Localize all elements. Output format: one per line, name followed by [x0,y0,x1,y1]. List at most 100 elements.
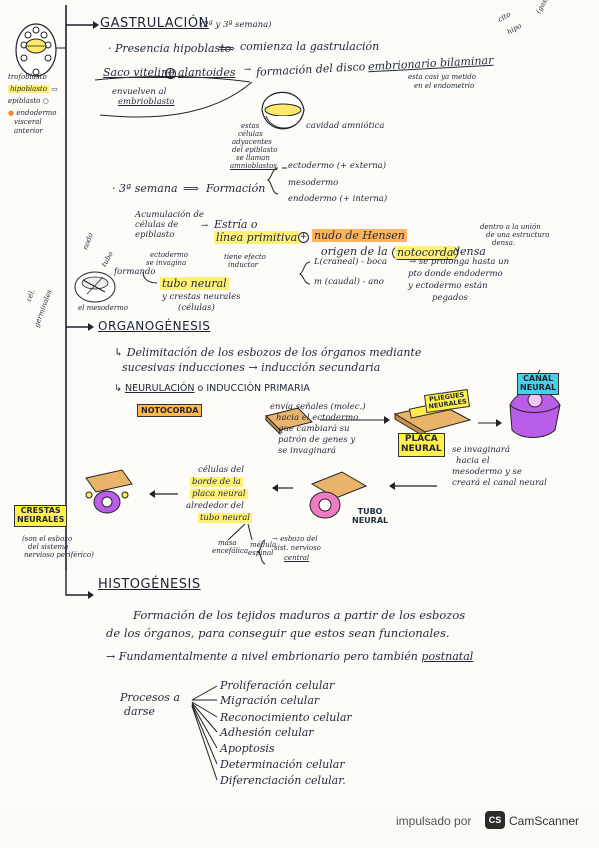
notocorda-box: NOTOCORDA [137,404,203,417]
esbozo-b: sist. nervioso [274,544,321,552]
invagina-a: se invaginará [452,445,510,455]
masa-label: masa [218,539,237,547]
crestas-note-c: nervioso periférico) [24,551,94,559]
envia-d: patrón de genes y [278,435,356,445]
histogenesis-branches [191,685,218,781]
delimitacion-line: ↳ Delimitación de los esbozos de los órg… [114,346,422,359]
sucesivas-line: sucesivas inducciones → inducción secund… [122,361,381,374]
ectodermo-invagina-a: ectodermo [150,251,188,259]
arrow-right-icon: → [244,65,252,75]
proceso-item: Determinación celular [220,758,345,771]
caudal-label: m (caudal) - ano [314,277,384,287]
tubo-neural-label: tubo neural [160,277,229,290]
arrow-icon-3: → [201,221,209,231]
envia-b: hacia el ectodermo [276,413,359,423]
endodermo-item: endodermo (+ interna) [288,194,388,204]
estria-label: Estría o [214,218,258,231]
prolonga-d: pegados [432,293,468,303]
celulas-b: borde de la [190,477,243,487]
prolonga-b: pto donde endodermo [408,269,503,279]
neurulacion-line: ↳ NEURULACIÓN o INDUCCIÓN PRIMARIA [114,383,310,394]
craneal-label: L(craneal) - boca [314,257,388,267]
gastrulacion-title: GASTRULACIÓN [100,16,209,31]
medula-label: médula [250,541,277,549]
prolonga-c: y ectodermo están [408,281,488,291]
tiene-efecto-b: inductor [228,261,259,269]
proceso-item: Reconocimiento celular [220,711,352,724]
visceral-label: visceral [14,118,42,126]
crestas-note-b: del sistema [28,543,69,551]
crestas-label-b: (células) [178,303,215,313]
invagina-d: creará el canal neural [452,478,547,488]
embryo-disc-sketch [74,271,116,303]
invagina-b: hacia el [456,456,490,466]
fundamentalmente-line: → Fundamentalmente a nivel embrionario p… [106,650,474,663]
embrioblasto-label: embrioblasto [118,97,175,107]
densa-label: densa [453,245,486,258]
celulas-e: tubo neural [198,513,252,523]
saco-vitelino: Saco vitelino [103,66,175,79]
amniotic-cavity-sketch [261,91,305,130]
tiene-efecto-a: tiene efecto [224,253,266,261]
celulas-a: células del [198,465,245,475]
cavidad-amniotica: cavidad amniótica [306,121,385,131]
invagina-c: mesodermo y se [452,467,522,477]
impulsado-label: impulsado por [396,814,472,828]
arrow-icon-2: ⟹ [183,182,199,195]
acumulacion-a: Acumulación de [135,210,204,220]
organogenesis-title: ORGANOGÉNESIS [98,319,211,333]
formando-label: formando [114,267,156,277]
dentro-note-a: dentro a la unión [480,223,541,231]
envia-e: se invaginará [278,446,336,456]
procesos-label-b: darse [124,705,156,718]
proceso-item: Proliferación celular [220,679,335,692]
mesodermo-item: mesodermo [288,178,339,188]
acumulacion-c: epiblasto [135,230,175,240]
trofoblasto-label: trofoblasto [8,73,47,81]
histogenesis-title: HISTOGÉNESIS [98,577,201,592]
crestas-label-a: y crestas neurales [162,292,241,302]
presencia-hipoblasto: · Presencia hipoblasto [108,42,232,55]
formacion-label: Formación [206,182,266,195]
proceso-item: Diferenciación celular. [220,774,346,787]
epiblasto-label: epiblasto ○ [8,97,49,105]
envia-a: envía señales (molec.) [270,402,366,412]
ectodermo-item: ectodermo (+ externa) [288,161,387,171]
nudo-hensen: nudo de Hensen [312,229,407,242]
encefalica-label: encefálica [212,547,249,555]
comienza-gastrulacion: comienza la gastrulación [240,40,380,53]
espinal-label: espinal [248,549,274,557]
cells-note-c: adyacentes [232,138,272,146]
anterior-label: anterior [14,127,43,135]
tercera-semana: · 3ª semana [112,182,178,195]
linea-primitiva: línea primitiva [214,231,300,244]
endometrio-note: en el endometrio [414,82,475,90]
prolonga-a: → se prolonga hasta un [409,257,510,267]
neurulation-stage-3 [509,389,561,438]
dentro-note-b: de una estructura [486,231,550,239]
plus-icon: + [165,68,176,79]
casi-metido-note: esta casi ya metido [408,73,476,81]
mesodermo-small-label: el mesodermo [78,304,129,312]
cells-note-d: del epiblasto [232,146,278,154]
origen-label: origen de la [321,245,388,258]
camscanner-logo-icon: CS [485,811,505,829]
cells-note-a: estas [241,122,260,130]
camscanner-brand: CamScanner [509,814,580,828]
neurulation-stage-5 [85,469,133,514]
dentro-note-c: densa. [492,239,516,247]
esbozo-a: → esbozo del [272,535,318,543]
neurulation-stage-4 [309,471,368,519]
envuelven-label: envuelven al [112,87,167,97]
notocorda-label: notocorda [392,246,459,260]
envia-c: que cambiará su [278,424,350,434]
acumulacion-b: células de [135,220,179,230]
celulas-d: alrededor del [186,501,244,511]
cells-note-b: células [238,130,263,138]
crestas-note-a: (son el esbozo [22,535,73,543]
neurulation-stage-1 [265,407,313,436]
